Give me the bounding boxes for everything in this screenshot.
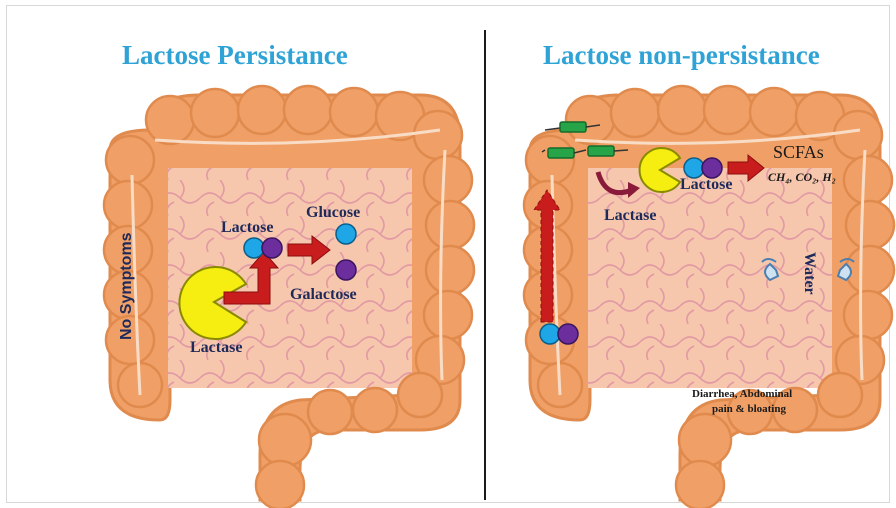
glucose-molecule bbox=[244, 238, 264, 258]
lactase-label-right: Lactase bbox=[604, 207, 656, 225]
glucose-label: Glucose bbox=[306, 204, 360, 222]
galactose-product bbox=[336, 260, 356, 280]
glucose-molecule-right bbox=[684, 158, 704, 178]
panel-divider bbox=[484, 30, 486, 500]
galactose-molecule-undigested bbox=[558, 324, 578, 344]
lactose-label-left: Lactose bbox=[221, 219, 273, 237]
lactase-label-left: Lactase bbox=[190, 339, 242, 357]
glucose-molecule-undigested bbox=[540, 324, 560, 344]
galactose-label: Galactose bbox=[290, 286, 357, 304]
large-intestine-left bbox=[104, 86, 474, 508]
right-panel-title: Lactose non-persistance bbox=[543, 40, 820, 71]
gases-label: CH₄, CO₂, H₂ bbox=[768, 170, 836, 185]
glucose-product bbox=[336, 224, 356, 244]
lactose-label-right: Lactose bbox=[680, 176, 732, 194]
water-label: Water bbox=[800, 252, 818, 295]
galactose-molecule bbox=[262, 238, 282, 258]
galactose-molecule-right bbox=[702, 158, 722, 178]
large-intestine-right bbox=[524, 86, 894, 508]
scfa-label: SCFAs bbox=[773, 142, 824, 163]
symptoms-line-1: Diarrhea, Abdominal bbox=[692, 388, 792, 400]
left-panel-title: Lactose Persistance bbox=[122, 40, 348, 71]
no-symptoms-label: No Symptoms bbox=[118, 232, 136, 340]
symptoms-line-2: pain & bloating bbox=[712, 403, 786, 415]
